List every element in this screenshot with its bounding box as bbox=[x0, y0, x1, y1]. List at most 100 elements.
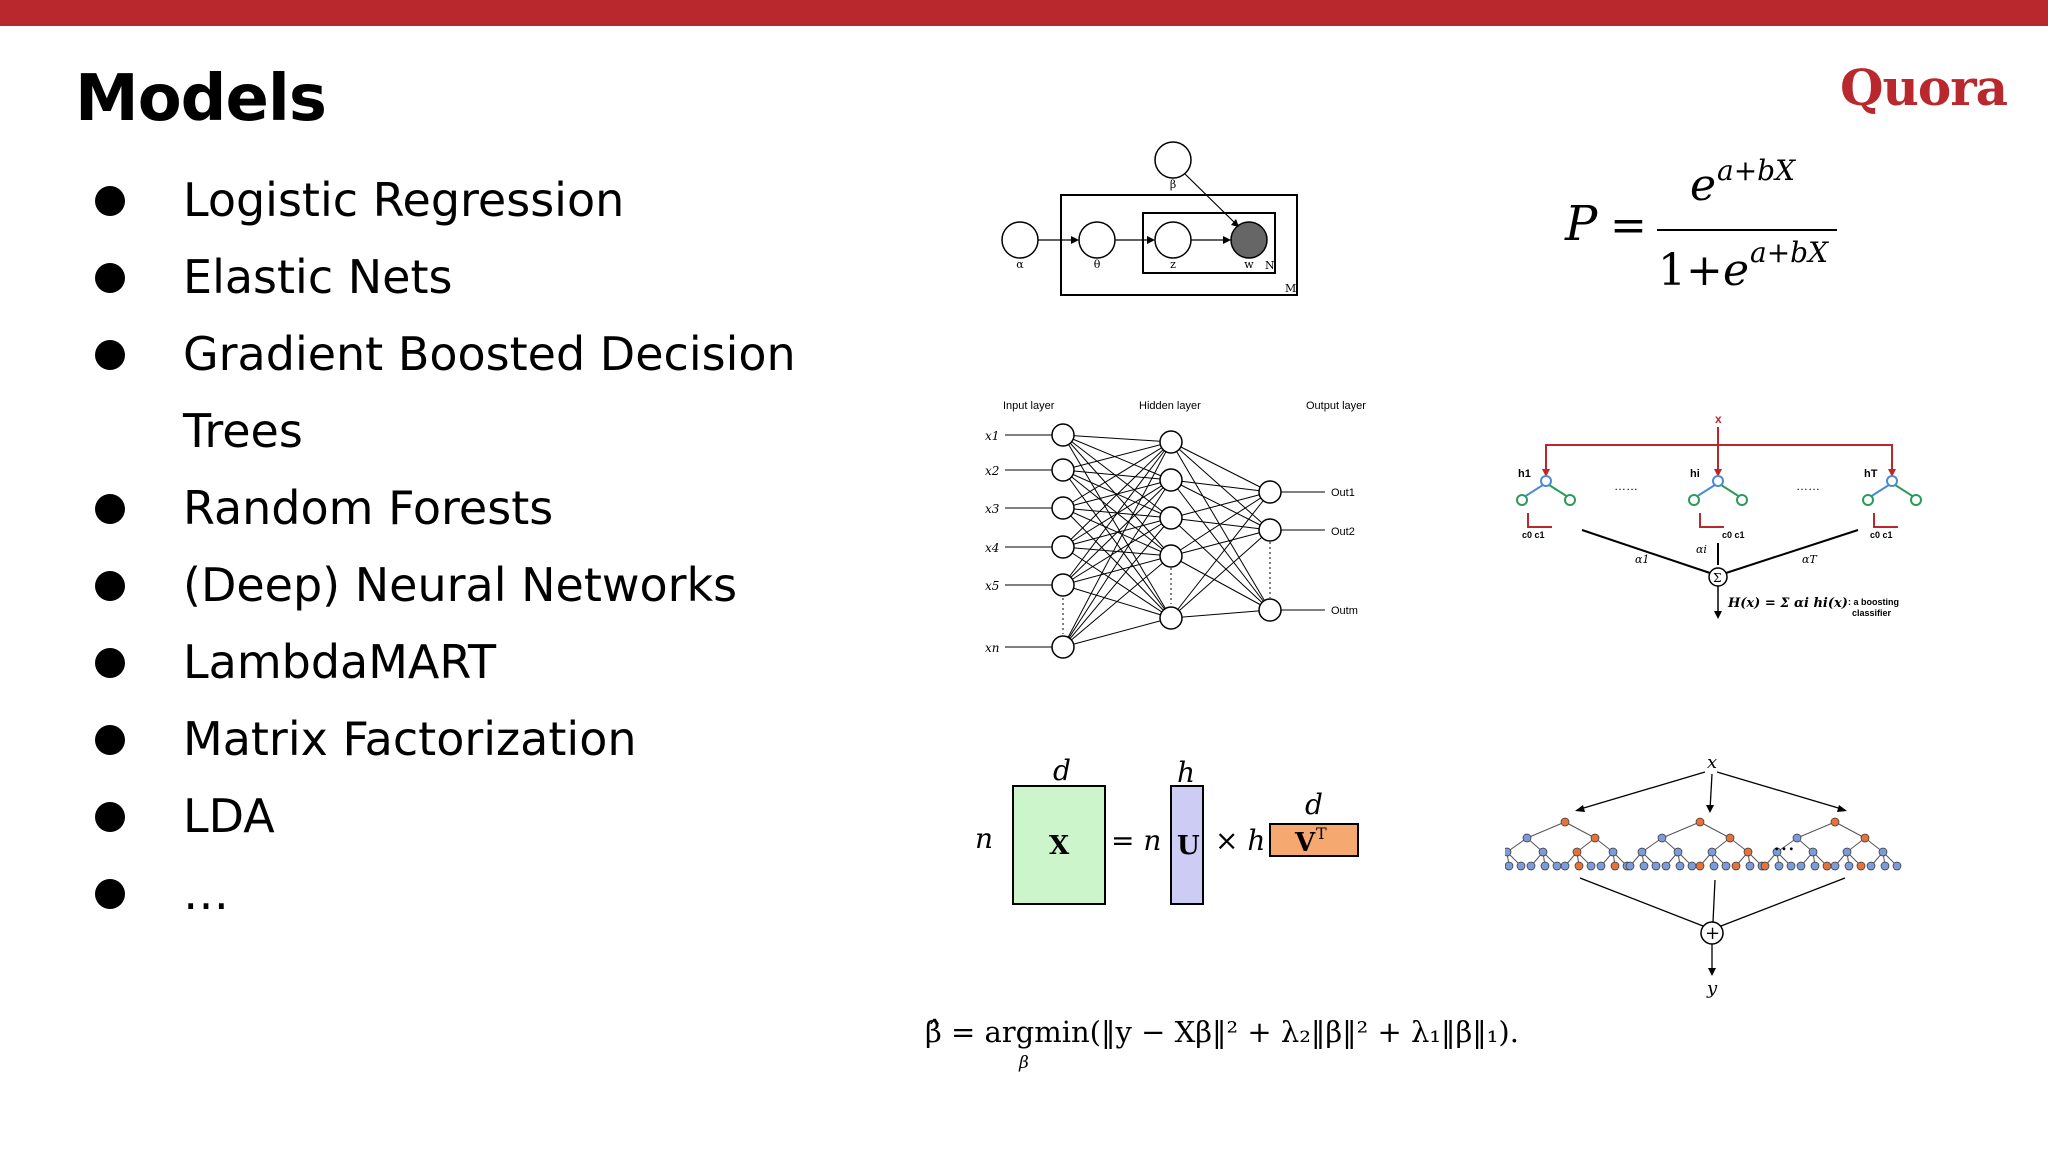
tree-node bbox=[1657, 833, 1667, 843]
tree-node bbox=[1637, 847, 1647, 857]
list-item: LambdaMART bbox=[95, 624, 855, 701]
matrix-u-label: U bbox=[1177, 831, 1200, 861]
nn-edge bbox=[1170, 441, 1271, 611]
tree-node bbox=[1792, 833, 1802, 843]
svg-text:c0 c1: c0 c1 bbox=[1722, 530, 1745, 540]
nn-edge bbox=[1062, 434, 1172, 619]
hidden-node bbox=[1159, 506, 1183, 530]
tree-node bbox=[1695, 861, 1705, 871]
elastic-net-formula: β̂ = argmin(‖y − Xβ‖² + λ₂‖β‖² + λ₁‖β‖₁)… bbox=[925, 1015, 1519, 1073]
input-layer-label: Input layer bbox=[1003, 400, 1055, 412]
nn-edge bbox=[1062, 434, 1172, 557]
tree-node bbox=[1540, 861, 1550, 871]
tree-node bbox=[1625, 861, 1635, 871]
p-symbol: P bbox=[1564, 196, 1598, 252]
rf-y-label: y bbox=[1706, 978, 1718, 999]
boosting-formula: H(x) = Σ αi hi(x) bbox=[1727, 596, 1848, 611]
w-label: w bbox=[1244, 258, 1254, 271]
matrix-u bbox=[1170, 785, 1204, 905]
hidden-node bbox=[1159, 606, 1183, 630]
mf-h-label: h bbox=[1177, 756, 1195, 789]
c0c1-labels: c0 c1 c0 c1 c0 c1 bbox=[1522, 530, 1893, 540]
list-item: Matrix Factorization bbox=[95, 701, 855, 778]
tree-node bbox=[1695, 817, 1705, 827]
list-item: Gradient Boosted Decision Trees bbox=[95, 316, 855, 470]
nn-edge bbox=[1062, 517, 1172, 648]
tree-node bbox=[1772, 847, 1782, 857]
tree-node bbox=[1505, 861, 1514, 871]
tree-node bbox=[1651, 861, 1661, 871]
tree-node bbox=[1856, 861, 1866, 871]
input-label: x3 bbox=[985, 502, 1000, 516]
equals-symbol: = bbox=[1610, 200, 1647, 251]
nn-edge bbox=[1062, 617, 1172, 648]
input-label: x5 bbox=[985, 579, 999, 593]
plus-symbol: + bbox=[1705, 923, 1720, 944]
tree-node bbox=[1910, 494, 1922, 506]
random-forest-diagram: x … + y bbox=[1505, 752, 1902, 999]
tree-node bbox=[1590, 833, 1600, 843]
neural-network-diagram: Input layer Hidden layer Output layer x1… bbox=[985, 400, 1366, 659]
tree-node bbox=[1774, 861, 1784, 871]
mf-equals: = n bbox=[1111, 824, 1161, 857]
sum-symbol: Σ bbox=[1713, 571, 1721, 585]
hidden-node bbox=[1159, 544, 1183, 568]
tree-node bbox=[1675, 861, 1685, 871]
output-layer-label: Output layer bbox=[1306, 400, 1366, 412]
hidden-node bbox=[1159, 430, 1183, 454]
alpha-node bbox=[1001, 221, 1039, 259]
tree-node bbox=[1688, 494, 1700, 506]
tree-histogram bbox=[1527, 513, 1552, 528]
alpha-label: α bbox=[1016, 258, 1024, 271]
tree-node bbox=[1709, 861, 1719, 871]
mf-n-label: n bbox=[975, 822, 993, 855]
nn-edge bbox=[1062, 441, 1172, 509]
theta-label: θ bbox=[1094, 258, 1101, 271]
bullet-icon bbox=[95, 571, 125, 601]
tree-node bbox=[1673, 847, 1683, 857]
nn-edge bbox=[1170, 479, 1271, 611]
nn-edge bbox=[1170, 491, 1271, 519]
tree-node bbox=[1878, 847, 1888, 857]
list-item: Logistic Regression bbox=[95, 162, 855, 239]
tree-node bbox=[1639, 861, 1649, 871]
h1-label: h1 bbox=[1518, 468, 1531, 480]
tree-histogram bbox=[1873, 513, 1898, 528]
tree-node bbox=[1862, 494, 1874, 506]
list-item: Random Forests bbox=[95, 470, 855, 547]
tree-node bbox=[1736, 494, 1748, 506]
input-labels: x1 x2 x3 x4 x5 xn bbox=[985, 429, 1000, 655]
tree-node bbox=[1860, 833, 1870, 843]
alphaT-label: αT bbox=[1802, 553, 1818, 566]
tree-node bbox=[1842, 847, 1852, 857]
hidden-layer-label: Hidden layer bbox=[1139, 400, 1201, 412]
tree-node bbox=[1892, 861, 1902, 871]
input-node bbox=[1051, 458, 1075, 482]
nn-edge bbox=[1170, 491, 1271, 557]
tree-node bbox=[1886, 475, 1898, 487]
model-list: Logistic Regression Elastic Nets Gradien… bbox=[95, 162, 855, 932]
input-label: xn bbox=[985, 641, 1000, 655]
m-label: M bbox=[1285, 282, 1296, 295]
numerator-exponent: a+bX bbox=[1717, 154, 1796, 187]
tree-node bbox=[1661, 861, 1671, 871]
theta-node bbox=[1078, 221, 1116, 259]
nn-edge bbox=[1170, 479, 1271, 493]
tree-node bbox=[1505, 847, 1512, 857]
tree-node bbox=[1822, 861, 1832, 871]
tree-node bbox=[1796, 861, 1806, 871]
nn-edge bbox=[1170, 441, 1271, 493]
tree-node bbox=[1786, 861, 1796, 871]
output-node bbox=[1258, 598, 1282, 622]
rf-dots: … bbox=[1773, 831, 1795, 856]
n-label: N bbox=[1265, 259, 1275, 272]
tree-node bbox=[1586, 861, 1596, 871]
output-node bbox=[1258, 480, 1282, 504]
denominator-one: 1+ bbox=[1658, 245, 1723, 296]
bullet-icon bbox=[95, 802, 125, 832]
tree-node bbox=[1810, 861, 1820, 871]
tree-node bbox=[1687, 861, 1697, 871]
bullet-icon bbox=[95, 340, 125, 370]
nn-edge bbox=[1170, 555, 1271, 611]
list-item: … bbox=[95, 855, 855, 932]
